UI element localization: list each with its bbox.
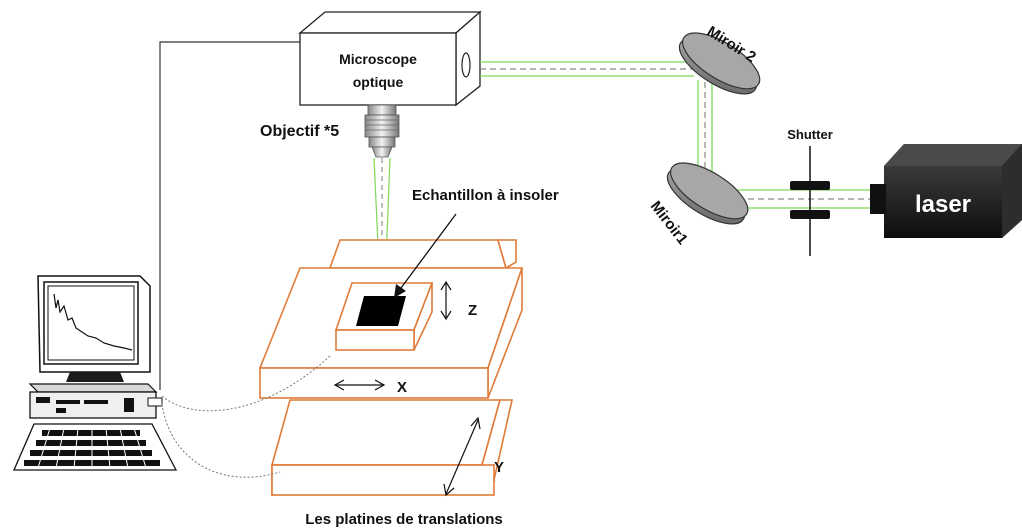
stage-cable-y [161, 403, 281, 478]
mirror-2 [678, 32, 761, 95]
stage-cable-x [161, 355, 331, 412]
z-axis-arrow [440, 280, 452, 321]
mirror-1-label: Miroir1 [647, 198, 691, 248]
laser-label: laser [915, 191, 971, 218]
y-axis-label: Y [494, 459, 504, 476]
computer-icon [13, 275, 178, 471]
x-axis-label: X [397, 379, 407, 396]
mirror-1 [666, 162, 749, 225]
sample-pointer-arrow [394, 213, 457, 298]
microscope-label-line1: Microscope [339, 51, 417, 67]
sample-label: Echantillon à insoler [412, 187, 559, 204]
microscope [298, 10, 482, 107]
y-axis-arrow [443, 416, 481, 497]
sample [356, 296, 406, 326]
laser-source [870, 144, 1022, 238]
control-cable [159, 41, 300, 390]
x-axis-arrow [333, 379, 386, 391]
stages-label: Les platines de translations [305, 511, 503, 528]
shutter-label: Shutter [787, 127, 833, 142]
z-axis-label: Z [468, 302, 477, 319]
microscope-label-line2: optique [353, 74, 404, 90]
objective-lens [364, 104, 400, 158]
shutter [790, 146, 830, 256]
objective-label: Objectif *5 [260, 123, 339, 140]
stage-y [270, 399, 513, 496]
